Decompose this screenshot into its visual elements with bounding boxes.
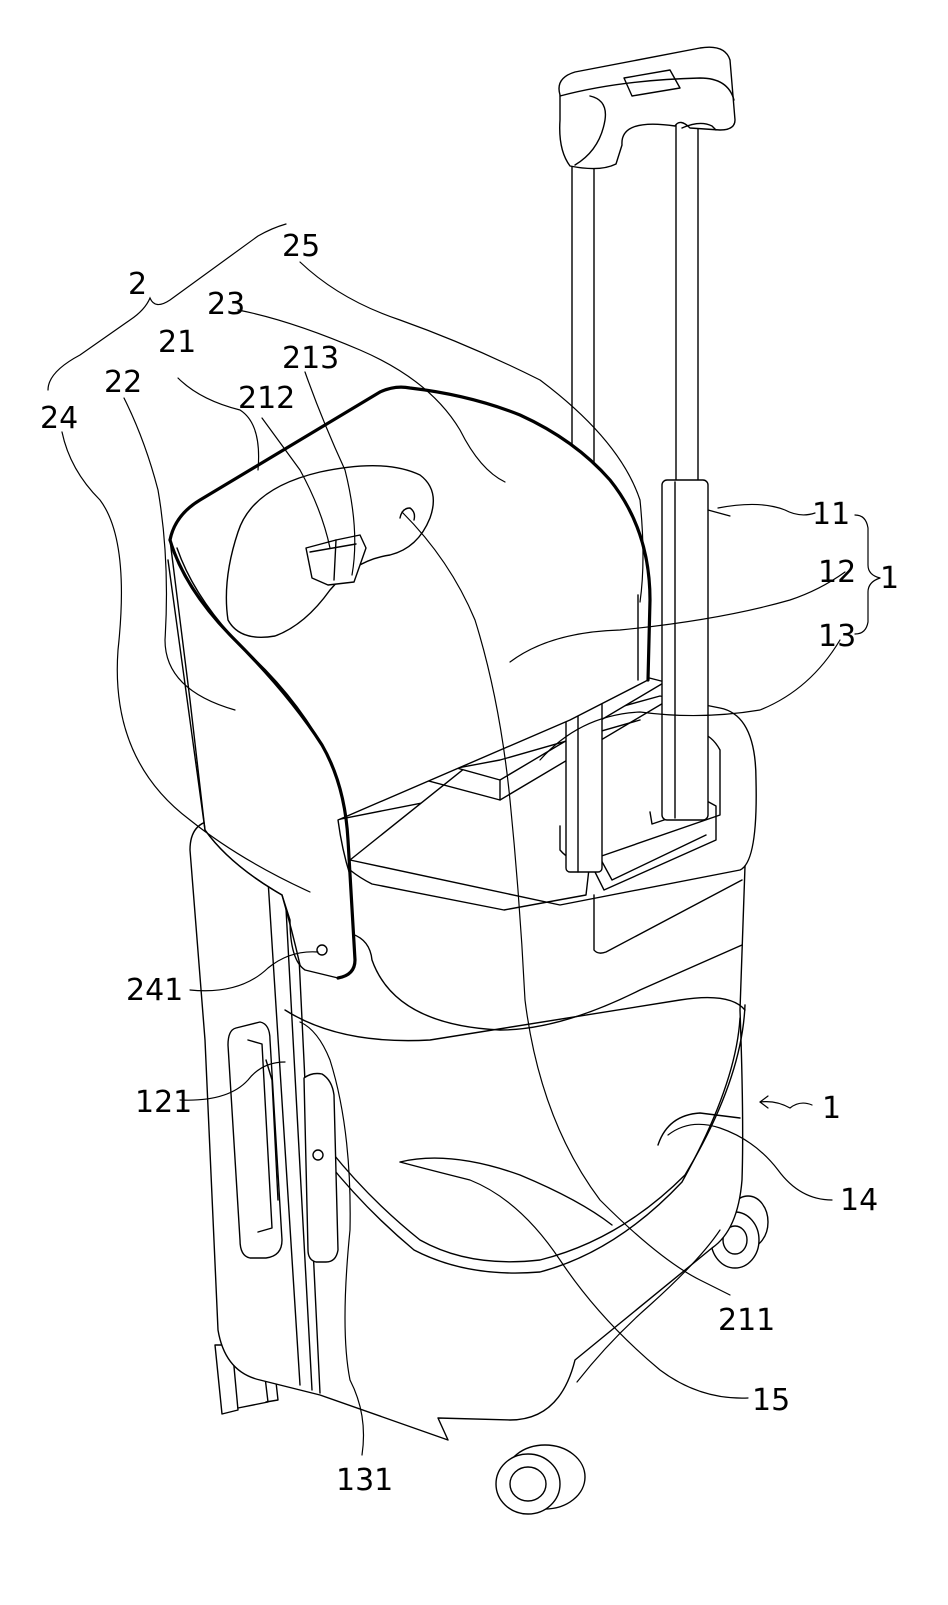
label-15: 15 — [752, 1383, 790, 1418]
label-21: 21 — [158, 325, 196, 360]
label-1-assembly: 1 — [880, 561, 899, 596]
label-22: 22 — [104, 365, 142, 400]
label-241: 241 — [126, 973, 183, 1008]
front-wheel-bottom — [496, 1445, 585, 1514]
label-131: 131 — [336, 1463, 393, 1498]
label-2: 2 — [128, 267, 147, 302]
label-211: 211 — [718, 1303, 775, 1338]
label-1-body: 1 — [822, 1091, 841, 1126]
label-24: 24 — [40, 401, 78, 436]
label-25: 25 — [282, 229, 320, 264]
label-121: 121 — [135, 1085, 192, 1120]
hinge-bracket — [304, 1074, 338, 1263]
label-11: 11 — [812, 497, 850, 532]
label-212: 212 — [238, 381, 295, 416]
label-13: 13 — [818, 619, 856, 654]
label-213: 213 — [282, 341, 339, 376]
label-12: 12 — [818, 555, 856, 590]
label-14: 14 — [840, 1183, 878, 1218]
label-23: 23 — [207, 287, 245, 322]
